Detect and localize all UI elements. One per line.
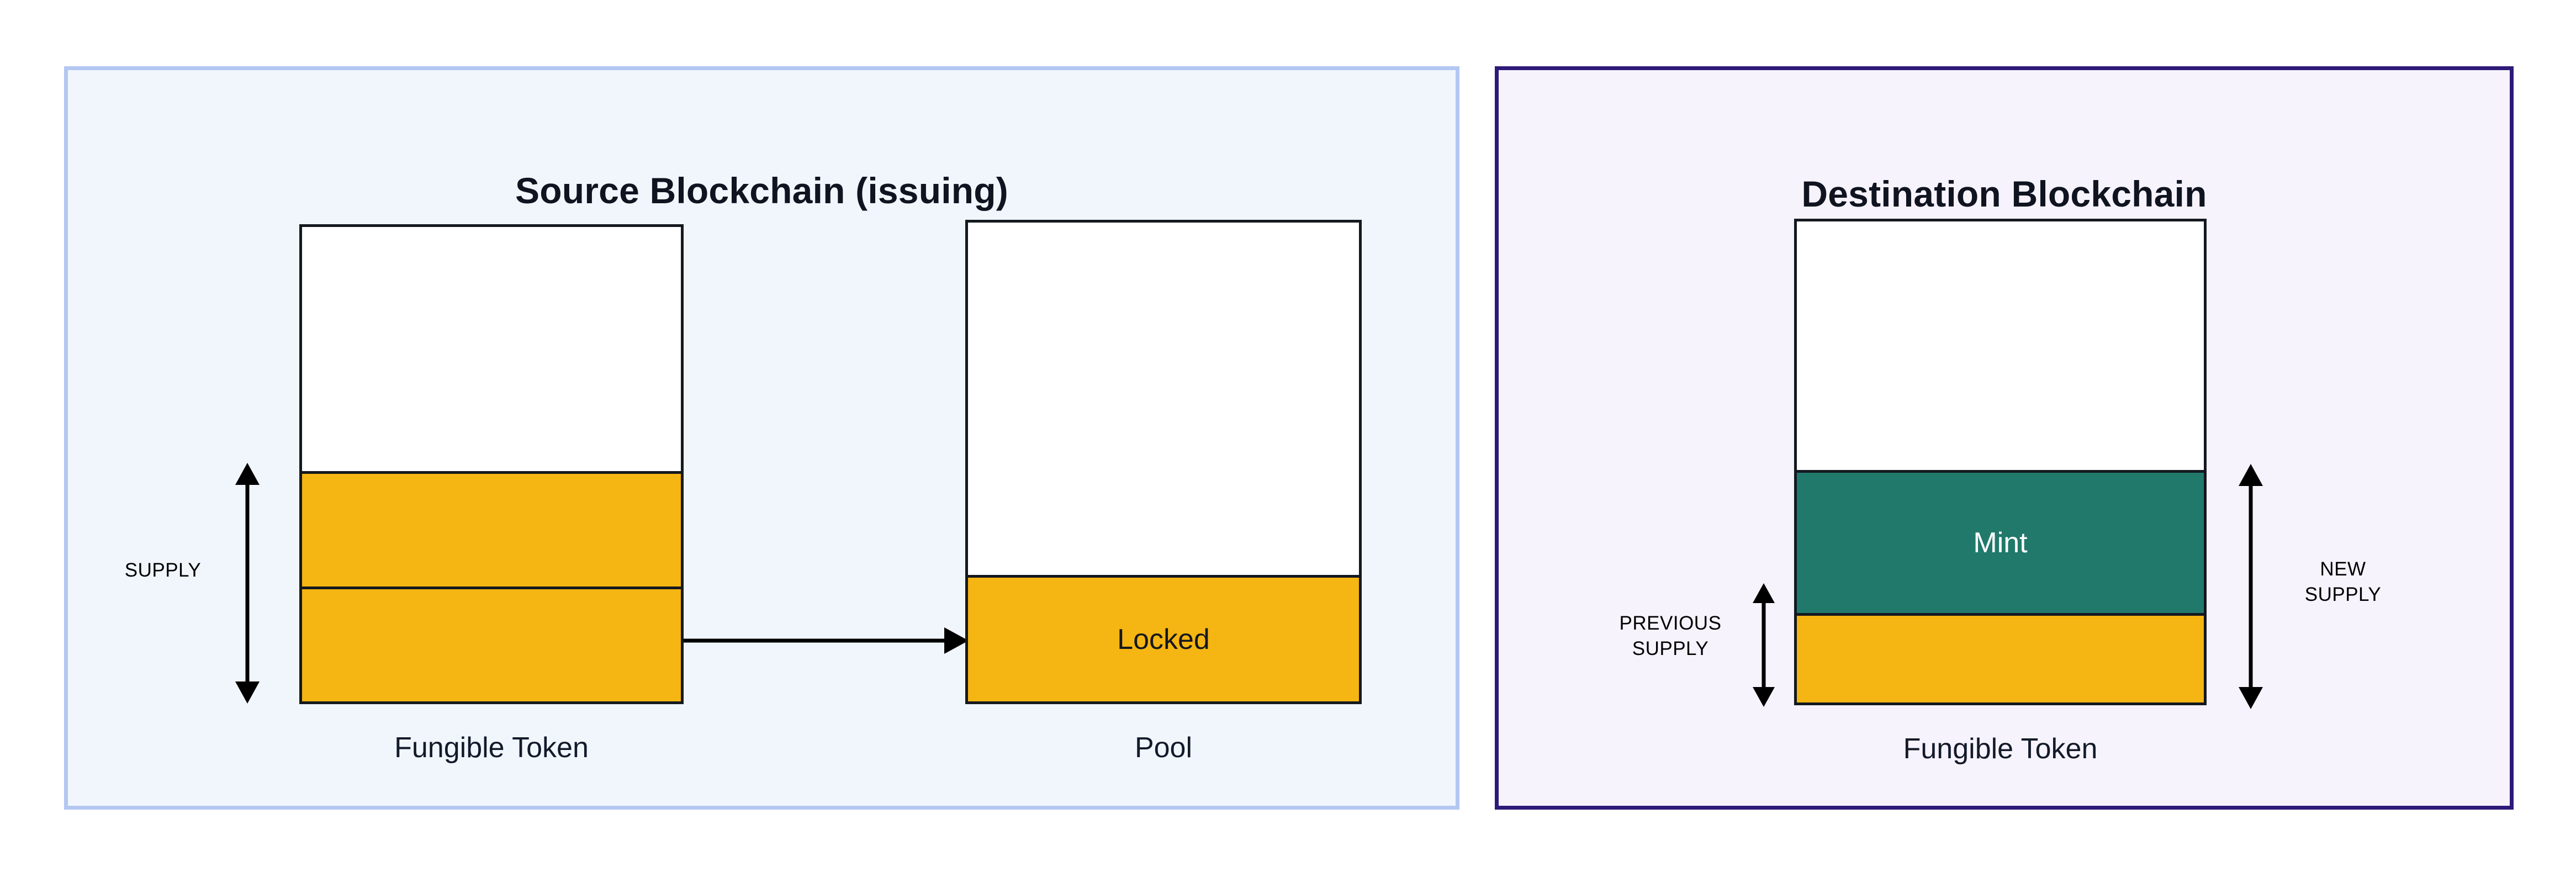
pool-locked-segment: Locked xyxy=(968,574,1359,701)
pool-locked-label: Locked xyxy=(1117,623,1210,656)
destination-token-headroom-segment xyxy=(1797,221,2204,470)
destination-fungible-token-caption: Fungible Token xyxy=(1903,733,2098,765)
source-fungible-token-box xyxy=(299,224,684,704)
pool-box: Locked xyxy=(965,220,1362,704)
new-supply-measure-label: NEW SUPPLY xyxy=(2304,558,2382,606)
pool-caption: Pool xyxy=(1134,732,1193,764)
source-token-headroom-segment xyxy=(302,227,681,471)
previous-supply-measure-label: PREVIOUS SUPPLY xyxy=(1619,612,1722,660)
lock-transfer-arrow xyxy=(684,623,969,658)
destination-token-previous-supply-segment xyxy=(1797,612,2204,702)
pool-headroom-segment xyxy=(968,223,1359,575)
source-panel-title: Source Blockchain (issuing) xyxy=(515,170,1008,211)
previous-supply-measure-arrow xyxy=(1748,583,1779,707)
source-fungible-token-caption: Fungible Token xyxy=(394,732,589,764)
source-token-supply-upper-segment xyxy=(302,471,681,587)
supply-measure-arrow xyxy=(232,463,263,704)
supply-measure-label: SUPPLY xyxy=(124,559,202,581)
mint-label: Mint xyxy=(1973,526,2028,559)
destination-fungible-token-box: Mint xyxy=(1794,219,2207,705)
new-supply-measure-arrow xyxy=(2235,464,2266,709)
source-token-supply-lower-segment xyxy=(302,587,681,701)
destination-token-mint-segment: Mint xyxy=(1797,469,2204,613)
destination-panel-title: Destination Blockchain xyxy=(1801,173,2207,214)
